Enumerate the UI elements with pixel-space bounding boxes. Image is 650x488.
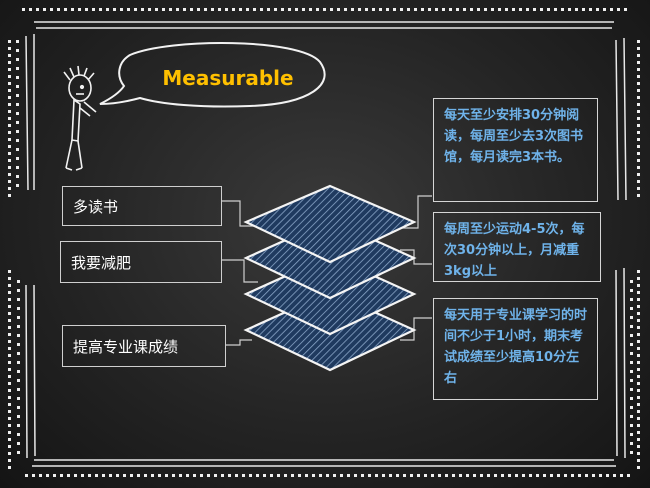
goal-box-lose-weight: 我要减肥 <box>60 241 222 283</box>
note-reading-plan: 每天至少安排30分钟阅读，每周至少去3次图书馆，每月读完3本书。 <box>433 98 598 202</box>
chalk-border <box>25 21 627 467</box>
diamond-stack <box>243 184 417 372</box>
stick-figure <box>63 65 97 171</box>
title-measurable: Measurable <box>162 66 294 90</box>
note-exercise-plan: 每周至少运动4-5次，每次30分钟以上，月减重3kg以上 <box>433 212 601 282</box>
goal-label: 提高专业课成绩 <box>73 337 179 356</box>
note-text: 每周至少运动4-5次，每次30分钟以上，月减重3kg以上 <box>444 222 585 279</box>
goal-label: 我要减肥 <box>71 253 132 272</box>
goal-label: 多读书 <box>73 197 119 216</box>
note-text: 每天用于专业课学习的时间不少于1小时，期末考试成绩至少提高10分左右 <box>444 308 588 386</box>
connectors-left <box>222 200 258 346</box>
note-study-plan: 每天用于专业课学习的时间不少于1小时，期末考试成绩至少提高10分左右 <box>433 298 598 400</box>
goal-box-read-more: 多读书 <box>62 186 222 226</box>
chalk-dots <box>8 8 640 477</box>
note-text: 每天至少安排30分钟阅读，每周至少去3次图书馆，每月读完3本书。 <box>444 108 584 165</box>
goal-box-improve-grades: 提高专业课成绩 <box>62 325 226 367</box>
speech-bubble <box>99 42 326 108</box>
diamond-layer-1 <box>243 184 417 264</box>
